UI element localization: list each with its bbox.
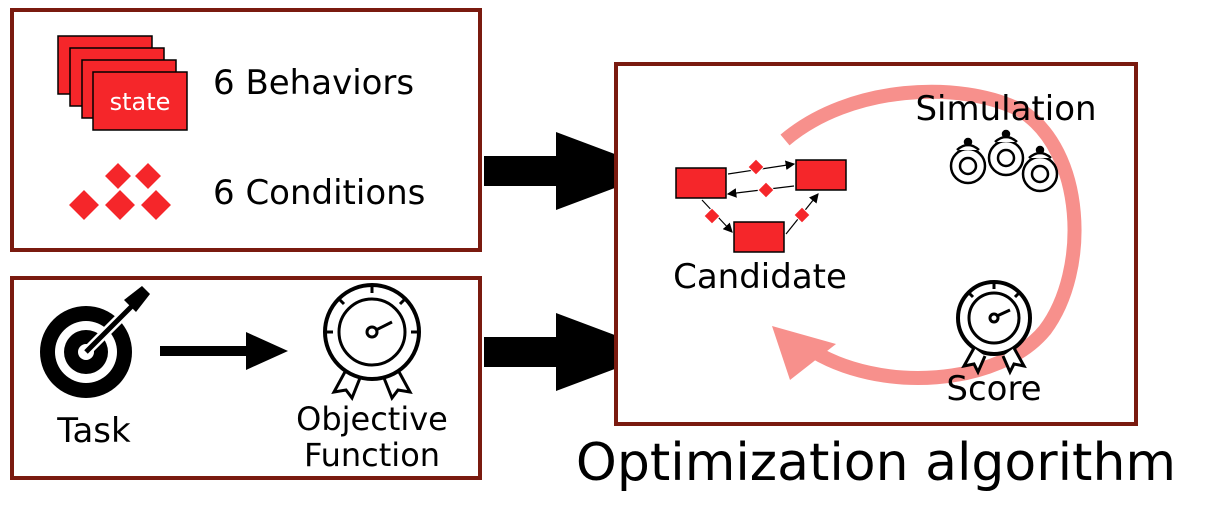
condition-diamond-icon <box>757 181 775 199</box>
score-gauge-icon <box>956 280 1032 376</box>
optimizer-box: Simulation <box>614 62 1138 426</box>
behaviors-count-label: 6 Behaviors <box>213 63 414 103</box>
task-label: Task <box>56 411 131 451</box>
optimizer-caption: Optimization algorithm <box>576 433 1176 493</box>
robot-icon <box>949 137 987 185</box>
objective-label-line1: Objective <box>296 400 448 438</box>
inputs-to-optimizer-arrow <box>484 132 660 210</box>
objective-label-line2: Function <box>304 436 440 474</box>
objective-box: Task Objective Function <box>10 276 482 480</box>
candidate-state <box>675 167 727 199</box>
condition-diamond-icon <box>747 158 765 176</box>
optimization-loop-arrow <box>772 84 1082 385</box>
objective-gauge-icon <box>323 283 421 402</box>
robots-icon <box>949 129 1059 193</box>
target-icon <box>40 286 150 398</box>
condition-diamond-icon <box>703 207 721 225</box>
robot-icon <box>987 129 1025 177</box>
state-label: state <box>110 88 171 116</box>
conditions-diamonds-icon <box>66 160 174 223</box>
candidate-state-machine <box>675 158 847 253</box>
candidate-state <box>795 159 847 191</box>
task-to-objective-arrow <box>160 332 288 370</box>
objective-to-optimizer-arrow <box>484 313 660 391</box>
candidate-state <box>733 221 785 253</box>
state-stack-icon: state <box>57 35 188 131</box>
conditions-count-label: 6 Conditions <box>213 173 425 213</box>
robot-icon <box>1021 145 1059 193</box>
condition-diamond-icon <box>793 206 811 224</box>
inputs-box: state 6 Behaviors 6 Conditions <box>10 8 482 252</box>
candidate-label: Candidate <box>673 257 847 297</box>
simulation-label: Simulation <box>915 89 1096 129</box>
score-label: Score <box>946 369 1041 409</box>
